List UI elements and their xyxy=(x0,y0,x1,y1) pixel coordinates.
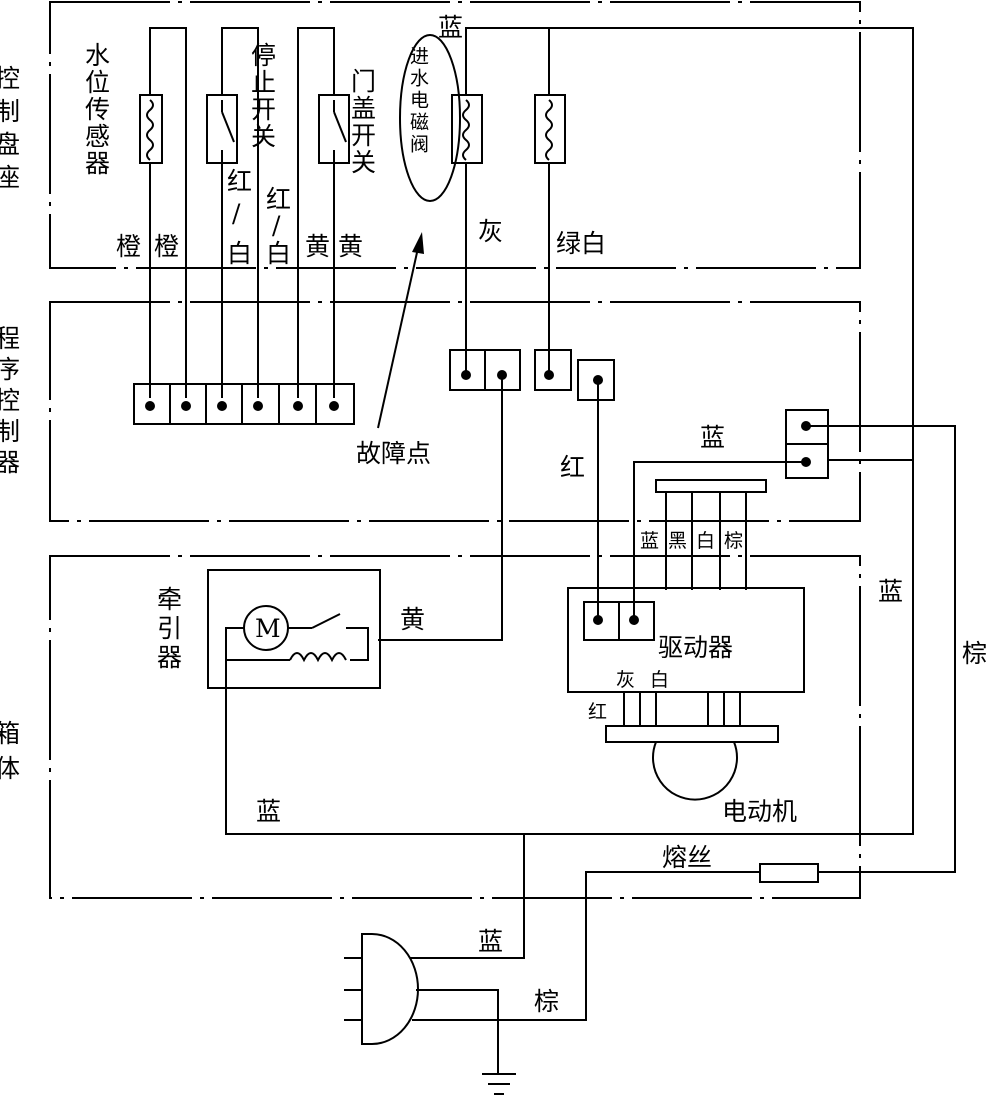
wire-label-gray-driver: 灰 xyxy=(616,669,635,691)
stop-switch xyxy=(206,27,259,398)
stop-switch-label: 停止开关 xyxy=(248,42,277,150)
controller-red-terminal xyxy=(577,359,615,620)
wire-label-brown-plug: 棕 xyxy=(534,987,559,1016)
controller-terminal-block-6 xyxy=(133,383,355,425)
wire-label-red-white-2-white: 白 xyxy=(266,239,291,268)
controller-green-white-terminal xyxy=(534,349,572,391)
wire-label-red-white-1-slash: / xyxy=(232,199,241,228)
wire-label-red-white-1-red: 红 xyxy=(227,167,252,196)
motor xyxy=(652,741,738,801)
wire-label-blue-ctrl: 蓝 xyxy=(700,423,725,452)
section-label-controller: 程序控制器 xyxy=(0,325,21,480)
wire-label-brown-sensor: 棕 xyxy=(724,530,743,552)
wire-label-blue-plug: 蓝 xyxy=(478,927,503,956)
tractor-label: 牵引器 xyxy=(154,586,183,673)
motor-label: 电动机 xyxy=(722,797,797,826)
controller-valve-terminals xyxy=(378,349,521,641)
wire-label-green-white: 绿白 xyxy=(556,229,606,258)
wire-label-orange-2: 橙 xyxy=(154,232,179,261)
wire-label-blue-top: 蓝 xyxy=(438,13,463,42)
power-plug xyxy=(344,834,525,1074)
fuse xyxy=(412,863,819,1021)
wire-label-white-driver: 白 xyxy=(650,669,669,691)
driver-motor-wires xyxy=(605,692,779,743)
water-level-sensor xyxy=(139,27,187,398)
speed-sensor-connector xyxy=(655,479,767,590)
driver-label: 驱动器 xyxy=(658,633,733,662)
fault-point-arrow-line xyxy=(377,247,419,429)
wire-label-blue-right: 蓝 xyxy=(878,577,903,606)
wire-label-red-ctrl: 红 xyxy=(560,453,585,482)
wire-label-red-white-2-slash: / xyxy=(272,211,281,240)
wire-label-white-sensor: 白 xyxy=(696,530,715,552)
wire-label-gray-valve: 灰 xyxy=(478,217,503,246)
green-white-element xyxy=(534,28,566,375)
inlet-valve-fault-ellipse xyxy=(399,34,461,202)
driver xyxy=(567,587,805,693)
wire-label-brown-right: 棕 xyxy=(962,639,987,668)
wire-label-red-driver: 红 xyxy=(588,701,607,723)
inlet-valve xyxy=(225,27,914,835)
ground-symbol xyxy=(482,1073,516,1095)
inlet-valve-label: 进水电磁阀 xyxy=(407,46,429,156)
tractor xyxy=(207,569,381,689)
door-switch xyxy=(297,27,350,398)
wire-label-yellow-tractor: 黄 xyxy=(400,605,425,634)
wire-label-blue-bottom: 蓝 xyxy=(256,797,281,826)
wire-label-black-sensor: 黑 xyxy=(668,530,687,552)
wire-label-red-white-1-white: 白 xyxy=(227,239,252,268)
fault-point-label: 故障点 xyxy=(356,439,431,468)
controller-power-terminals xyxy=(633,409,956,873)
wire-label-red-white-2-red: 红 xyxy=(266,185,291,214)
wire-label-orange-1: 橙 xyxy=(116,232,141,261)
section-label-panel: 控制盘座 xyxy=(0,65,21,197)
panel-box xyxy=(49,1,861,269)
wire-label-blue-sensor: 蓝 xyxy=(640,530,659,552)
wire-label-yellow-2: 黄 xyxy=(338,232,363,261)
fuse-label: 熔丝 xyxy=(662,843,712,872)
water-level-sensor-label: 水位传感器 xyxy=(82,42,111,177)
fault-point-arrowhead xyxy=(412,232,424,254)
controller-box xyxy=(49,301,861,522)
door-switch-label: 门盖开关 xyxy=(348,68,377,176)
cabinet-box xyxy=(49,555,861,899)
tractor-motor-symbol: M xyxy=(255,614,281,643)
section-label-cabinet: 箱体 xyxy=(0,720,21,790)
wire-label-yellow-1: 黄 xyxy=(305,232,330,261)
